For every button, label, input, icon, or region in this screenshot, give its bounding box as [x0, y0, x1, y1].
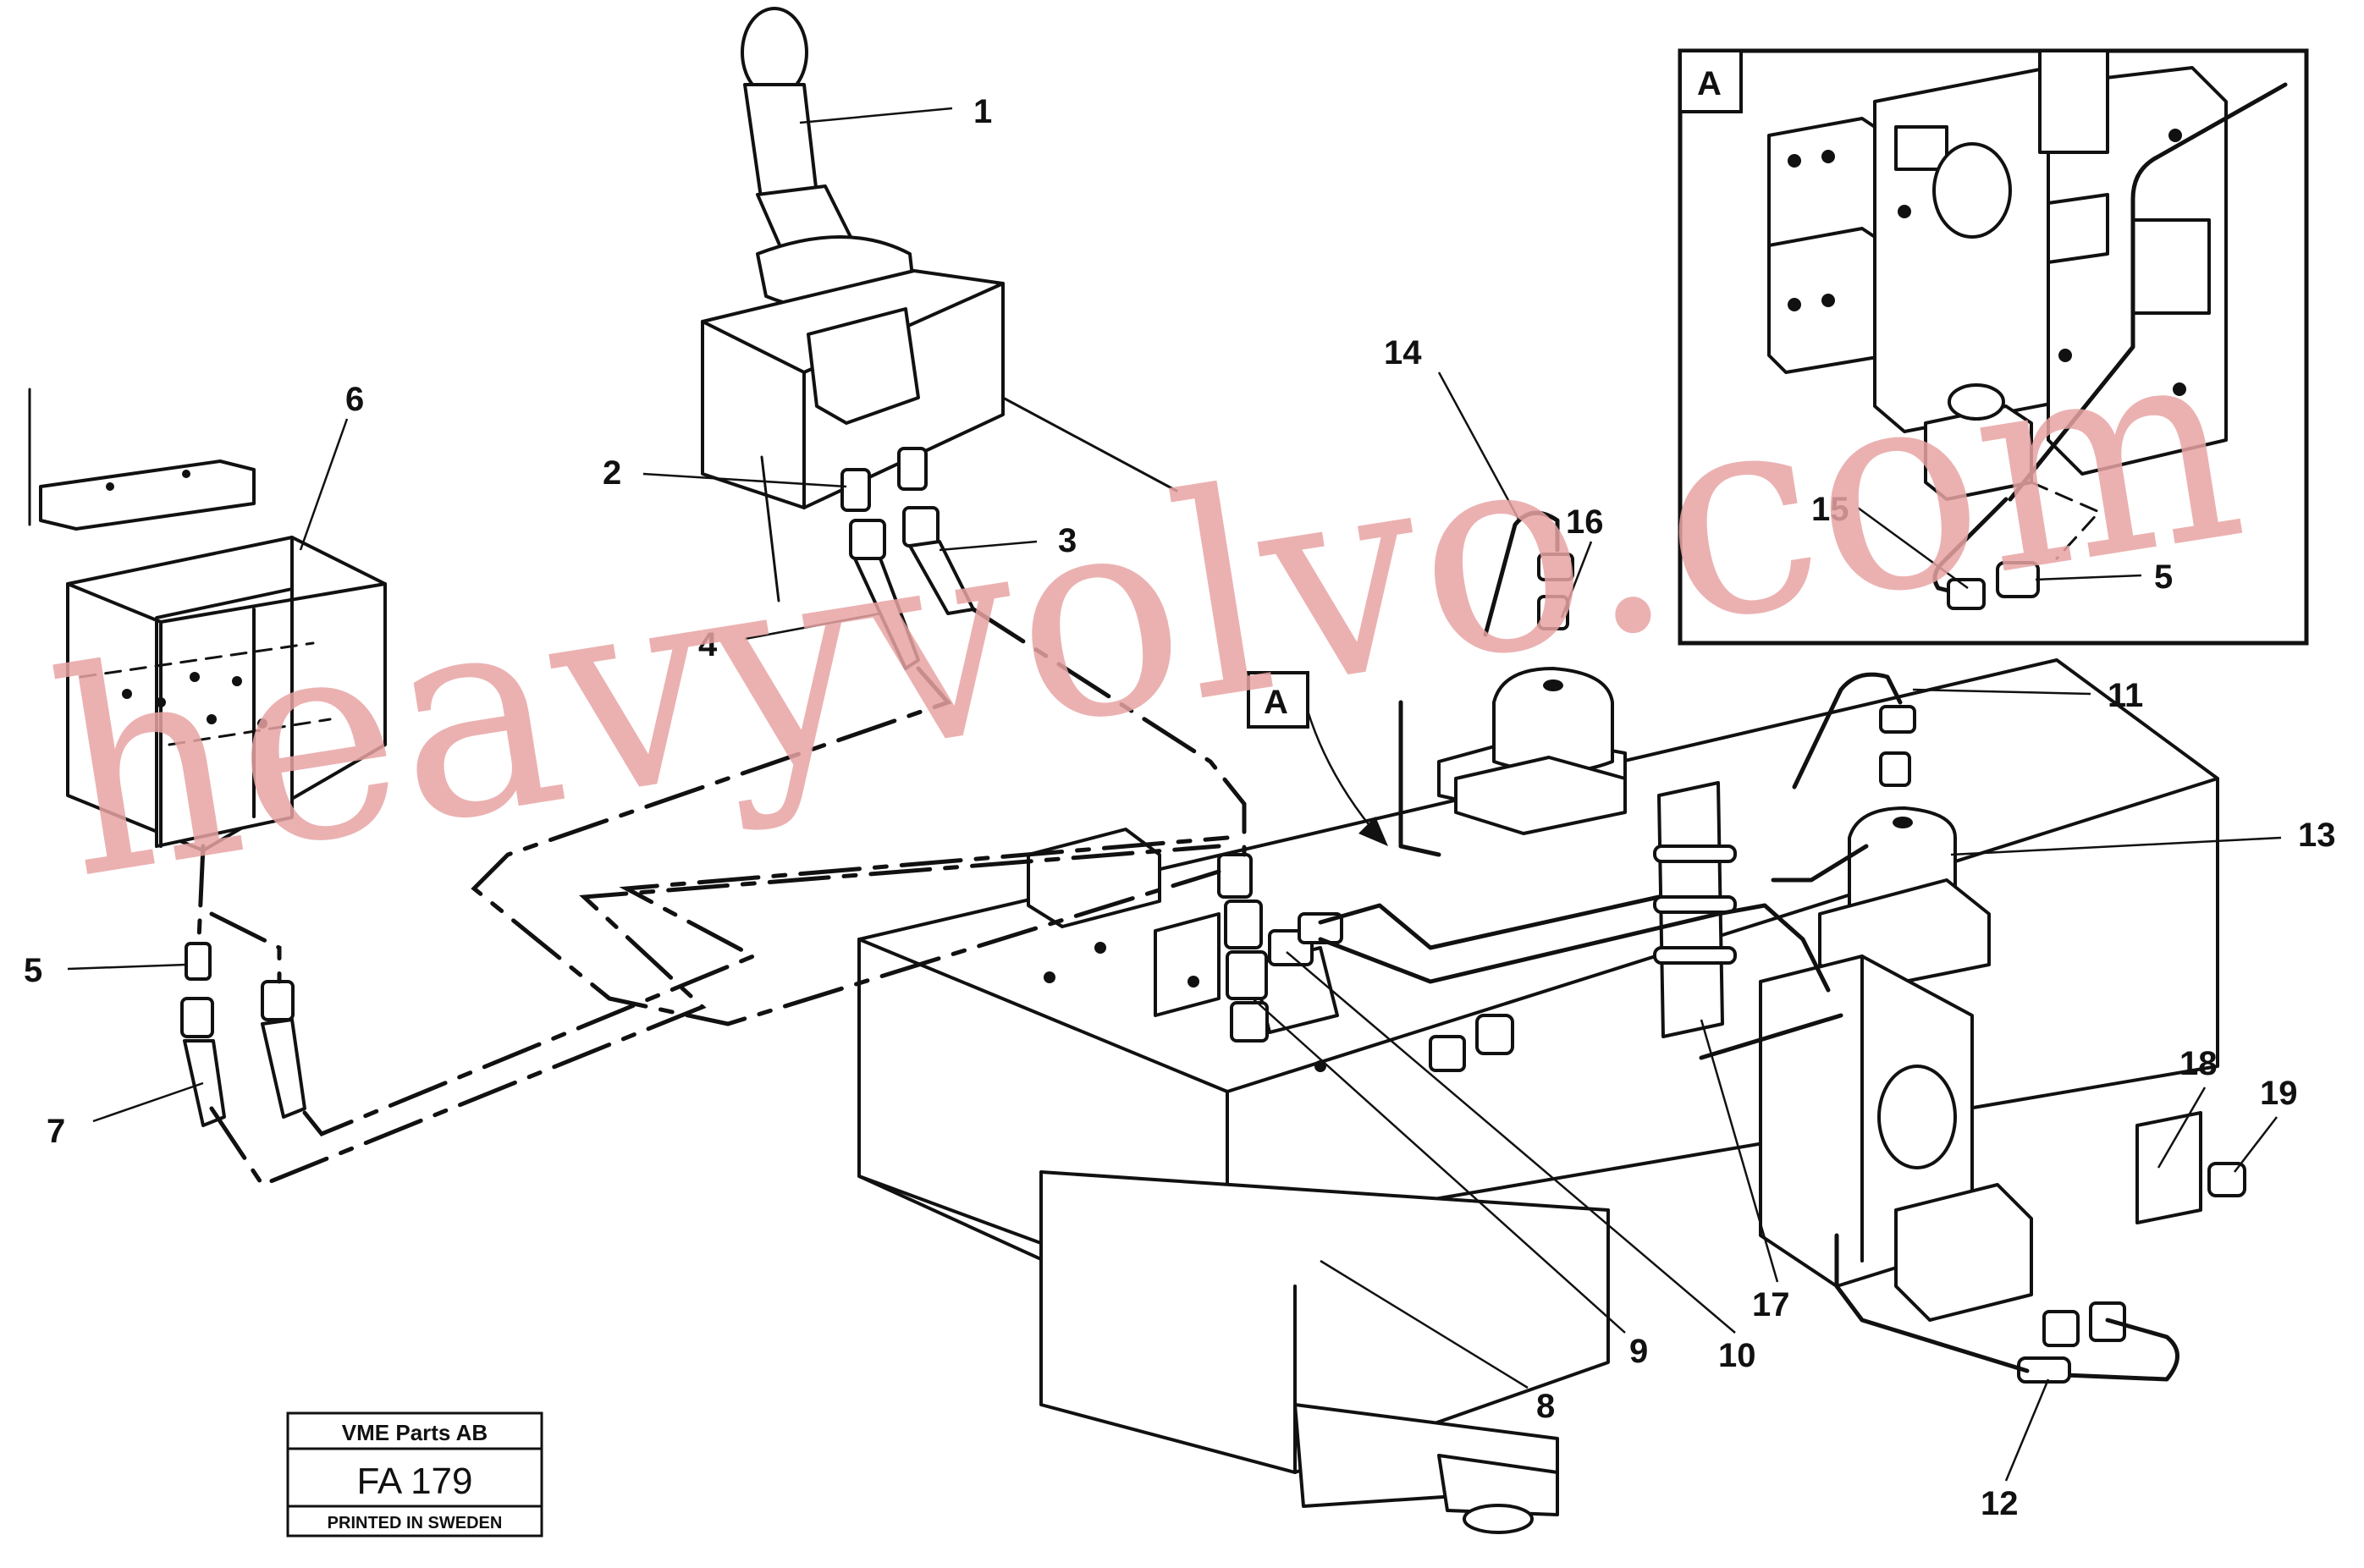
actuator-16 [1437, 667, 1627, 835]
pipes [1483, 510, 1916, 790]
joystick-1 [701, 7, 1178, 602]
callout-17: 17 [1752, 1286, 1790, 1323]
callout-5-left: 5 [24, 952, 42, 989]
title-code: FA 179 [356, 1461, 472, 1502]
view-label-main: A [1264, 684, 1288, 721]
callout-4: 4 [698, 626, 718, 663]
callout-13: 13 [2298, 817, 2336, 854]
callout-numbers: 1 2 3 4 5 5 6 7 8 9 10 11 12 13 14 15 16… [24, 65, 2336, 1522]
valve-block-6 [28, 388, 387, 852]
callout-6: 6 [345, 381, 364, 418]
fitting-stack [1217, 853, 1514, 1072]
left-fittings [180, 942, 306, 1127]
callout-11: 11 [2108, 677, 2143, 714]
actuator-13 [1759, 806, 2033, 1322]
callout-12: 12 [1981, 1485, 2019, 1522]
callout-1: 1 [973, 93, 992, 130]
joystick-fittings [840, 447, 940, 560]
callout-18: 18 [2179, 1045, 2218, 1082]
view-arrow-a [1247, 671, 1388, 846]
title-company: VME Parts AB [342, 1420, 488, 1445]
title-block: VME Parts AB FA 179 PRINTED IN SWEDEN [286, 1411, 543, 1538]
title-note: PRINTED IN SWEDEN [328, 1514, 503, 1532]
callout-14: 14 [1384, 334, 1422, 371]
callout-5-inset: 5 [2154, 558, 2173, 596]
inset-view-a [1678, 48, 2309, 646]
callout-7: 7 [47, 1113, 65, 1150]
callout-2: 2 [603, 454, 621, 492]
hose-routing [196, 607, 2030, 1373]
callout-8: 8 [1536, 1388, 1555, 1425]
bracket-17 [1653, 781, 1737, 1038]
callout-19: 19 [2260, 1075, 2298, 1112]
view-label-inset: A [1697, 65, 1722, 102]
callout-3: 3 [1058, 522, 1077, 559]
callout-9: 9 [1629, 1333, 1648, 1370]
leader-lines [67, 107, 2282, 1482]
callout-15: 15 [1811, 491, 1849, 528]
callout-10: 10 [1718, 1337, 1756, 1374]
joystick-hoses [853, 540, 975, 670]
callout-16: 16 [1566, 503, 1604, 541]
right-fittings [2017, 1111, 2246, 1384]
